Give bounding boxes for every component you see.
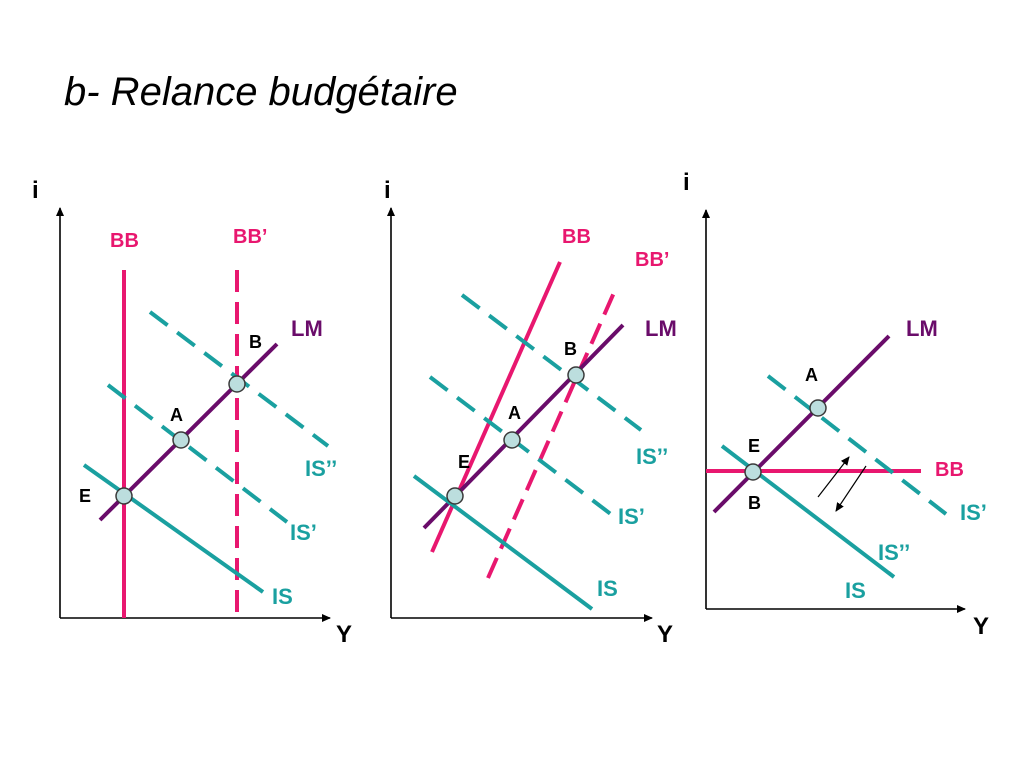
panel-3: i Y LM BB IS’ IS’’ IS A E B	[683, 169, 989, 640]
panel-3-point-b-label: B	[748, 493, 761, 513]
panel-3-y-axis-label: i	[683, 169, 690, 196]
panel-2-bb-prime-label: BB’	[635, 249, 669, 271]
panel-2-point-a-label: A	[508, 403, 521, 423]
panel-1-point-a-label: A	[170, 405, 183, 425]
panel-2-is-prime-line	[428, 375, 614, 517]
panel-3-point-a	[809, 399, 827, 417]
panel-1-x-axis-label: Y	[336, 621, 352, 648]
panel-1-is-line	[82, 463, 265, 594]
panel-1-point-b-label: B	[249, 332, 262, 352]
panel-2-is-double-prime-label: IS’’	[636, 444, 668, 469]
panel-1-point-a	[172, 431, 190, 449]
panel-1-is-double-prime-label: IS’’	[305, 456, 337, 481]
panel-2-bb-prime-line	[486, 287, 618, 579]
panel-1-point-e	[115, 487, 133, 505]
panel-3-lm-label: LM	[906, 316, 938, 341]
panel-2-is-prime-label: IS’	[618, 504, 645, 529]
panel-3-lm-line	[712, 334, 891, 514]
panel-2-lm-label: LM	[645, 316, 677, 341]
panel-3-x-axis-label: Y	[973, 613, 989, 640]
panel-1-point-e-label: E	[79, 486, 91, 506]
panel-1-is-prime-line	[106, 383, 289, 524]
panel-3-arrow-down	[835, 465, 867, 512]
panel-3-point-e-label: E	[748, 436, 760, 456]
panel-2-point-b	[567, 366, 585, 384]
panel-1-y-axis-label: i	[32, 177, 39, 204]
panel-1: i Y BB BB’ LM IS’’ IS’ IS E A B	[32, 177, 352, 648]
panel-3-point-e	[744, 463, 762, 481]
panel-2-y-axis-label: i	[384, 177, 391, 204]
panel-3-point-a-label: A	[805, 365, 818, 385]
panel-1-is-prime-label: IS’	[290, 520, 317, 545]
panel-1-bb-prime-label: BB’	[233, 226, 267, 248]
panel-3-is-label: IS	[845, 578, 866, 603]
panel-3-is-prime-label: IS’	[960, 500, 987, 525]
panel-2-is-line	[412, 474, 594, 611]
panel-3-bb-label: BB	[935, 459, 964, 481]
panel-2-x-axis-label: Y	[657, 621, 673, 648]
panel-3-is-prime-line	[766, 374, 948, 516]
panel-2-is-label: IS	[597, 576, 618, 601]
panel-1-bb-label: BB	[110, 230, 139, 252]
panel-2-point-b-label: B	[564, 339, 577, 359]
panel-1-point-b	[228, 375, 246, 393]
panel-3-arrow-up	[817, 456, 850, 498]
panel-1-lm-label: LM	[291, 316, 323, 341]
panel-2-bb-label: BB	[562, 226, 591, 248]
panel-2-point-a	[503, 431, 521, 449]
slide-title: b- Relance budgétaire	[64, 70, 458, 114]
panel-2-is-double-prime-line	[460, 293, 643, 432]
panel-3-is-double-prime-label: IS’’	[878, 540, 910, 565]
panel-2-point-e-label: E	[458, 452, 470, 472]
panel-2: i Y BB BB’ LM IS’’ IS’ IS E A B	[384, 177, 677, 648]
panel-1-is-label: IS	[272, 584, 293, 609]
panel-2-point-e	[446, 487, 464, 505]
